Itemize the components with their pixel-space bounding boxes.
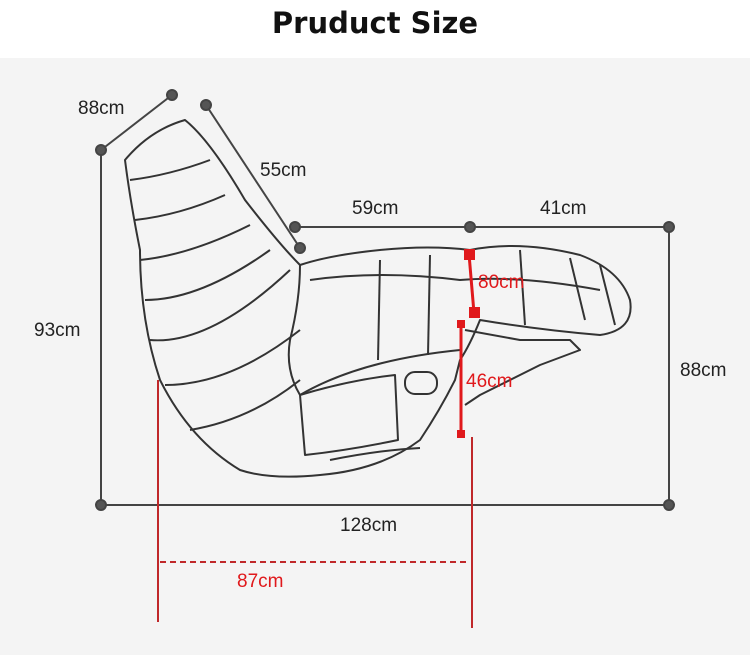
total-height-label: 93cm: [34, 320, 81, 341]
dimension-node: [95, 144, 107, 156]
seat-length-label: 59cm: [352, 198, 399, 219]
reclined-height-label: 88cm: [680, 360, 727, 381]
page-title: Pruduct Size: [271, 6, 479, 40]
recliner-outline: [124, 119, 632, 478]
backrest-width-label: 88cm: [78, 98, 125, 119]
dimension-lines: [95, 89, 675, 511]
backrest-depth-label: 55cm: [260, 160, 307, 181]
highlight-dimension-lines: [157, 249, 480, 628]
diagram-canvas: [0, 58, 750, 655]
seat-height-label: 46cm: [466, 371, 513, 392]
upright-length-label: 87cm: [237, 571, 284, 592]
total-length-label: 128cm: [340, 515, 398, 536]
footrest-length-label: 41cm: [540, 198, 587, 219]
footrest-height-label: 80cm: [478, 272, 525, 293]
